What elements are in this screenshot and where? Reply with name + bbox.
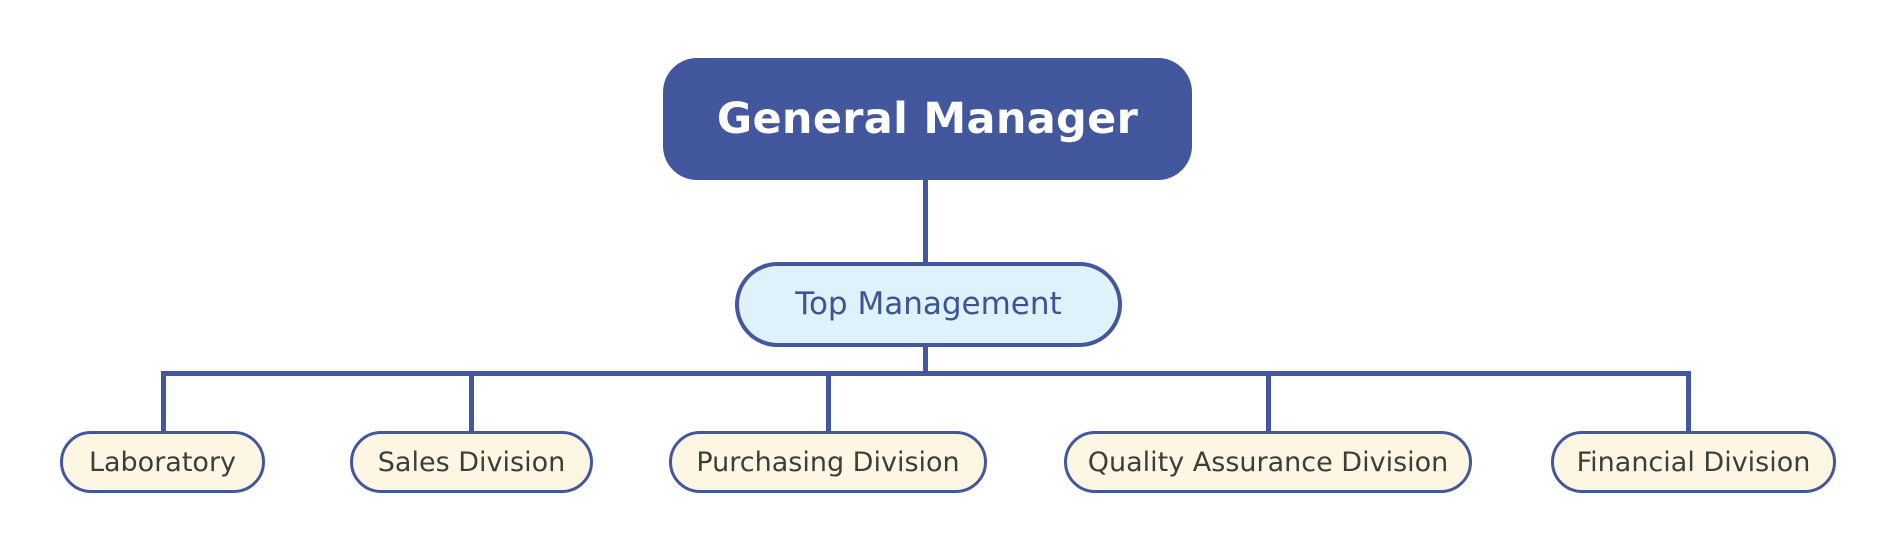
- node-laboratory[interactable]: Laboratory: [60, 431, 265, 493]
- node-general-manager[interactable]: General Manager: [663, 58, 1192, 180]
- node-purchasing-division[interactable]: Purchasing Division: [669, 431, 987, 493]
- node-top-management[interactable]: Top Management: [735, 262, 1122, 347]
- node-financial-division[interactable]: Financial Division: [1551, 431, 1836, 493]
- node-quality-assurance-division[interactable]: Quality Assurance Division: [1064, 431, 1472, 493]
- node-sales-division[interactable]: Sales Division: [350, 431, 593, 493]
